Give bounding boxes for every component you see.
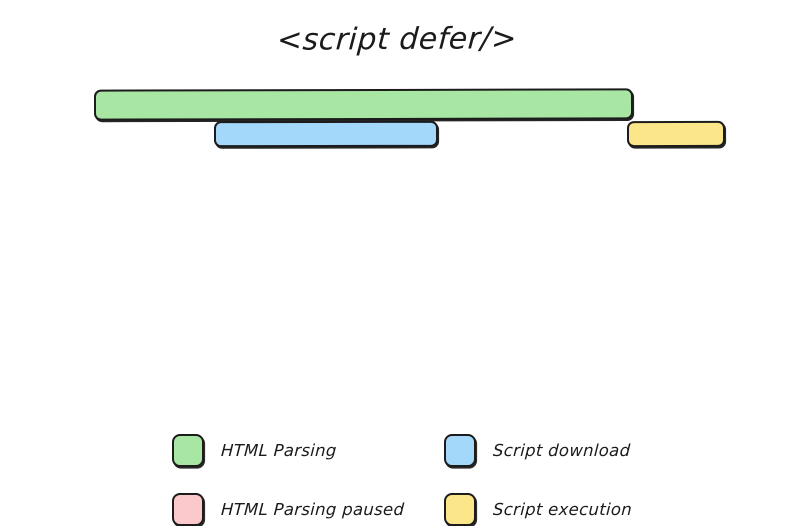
legend-label-html-parsing-paused: HTML Parsing paused: [220, 500, 405, 519]
legend-item-script-execution: Script execution: [444, 493, 633, 526]
timeline-bar-script-execution: [626, 120, 726, 148]
legend-item-html-parsing-paused: HTML Parsing paused: [172, 493, 405, 526]
legend-label-html-parsing: HTML Parsing: [220, 441, 338, 460]
legend: HTML Parsing Script download HTML Parsin…: [0, 212, 794, 526]
timeline-bar-script-download: [213, 120, 439, 148]
legend-label-script-execution: Script execution: [492, 500, 633, 519]
diagram-canvas: <script defer/> HTML Parsing Script down…: [0, 21, 794, 526]
legend-label-script-download: Script download: [492, 441, 631, 460]
timeline-bar-html-parsing: [93, 88, 634, 121]
pink-swatch-icon: [172, 493, 204, 526]
green-swatch-icon: [172, 434, 204, 467]
yellow-swatch-icon: [444, 493, 476, 526]
legend-item-html-parsing: HTML Parsing: [172, 434, 337, 467]
legend-item-script-download: Script download: [444, 434, 631, 467]
blue-swatch-icon: [444, 434, 476, 467]
